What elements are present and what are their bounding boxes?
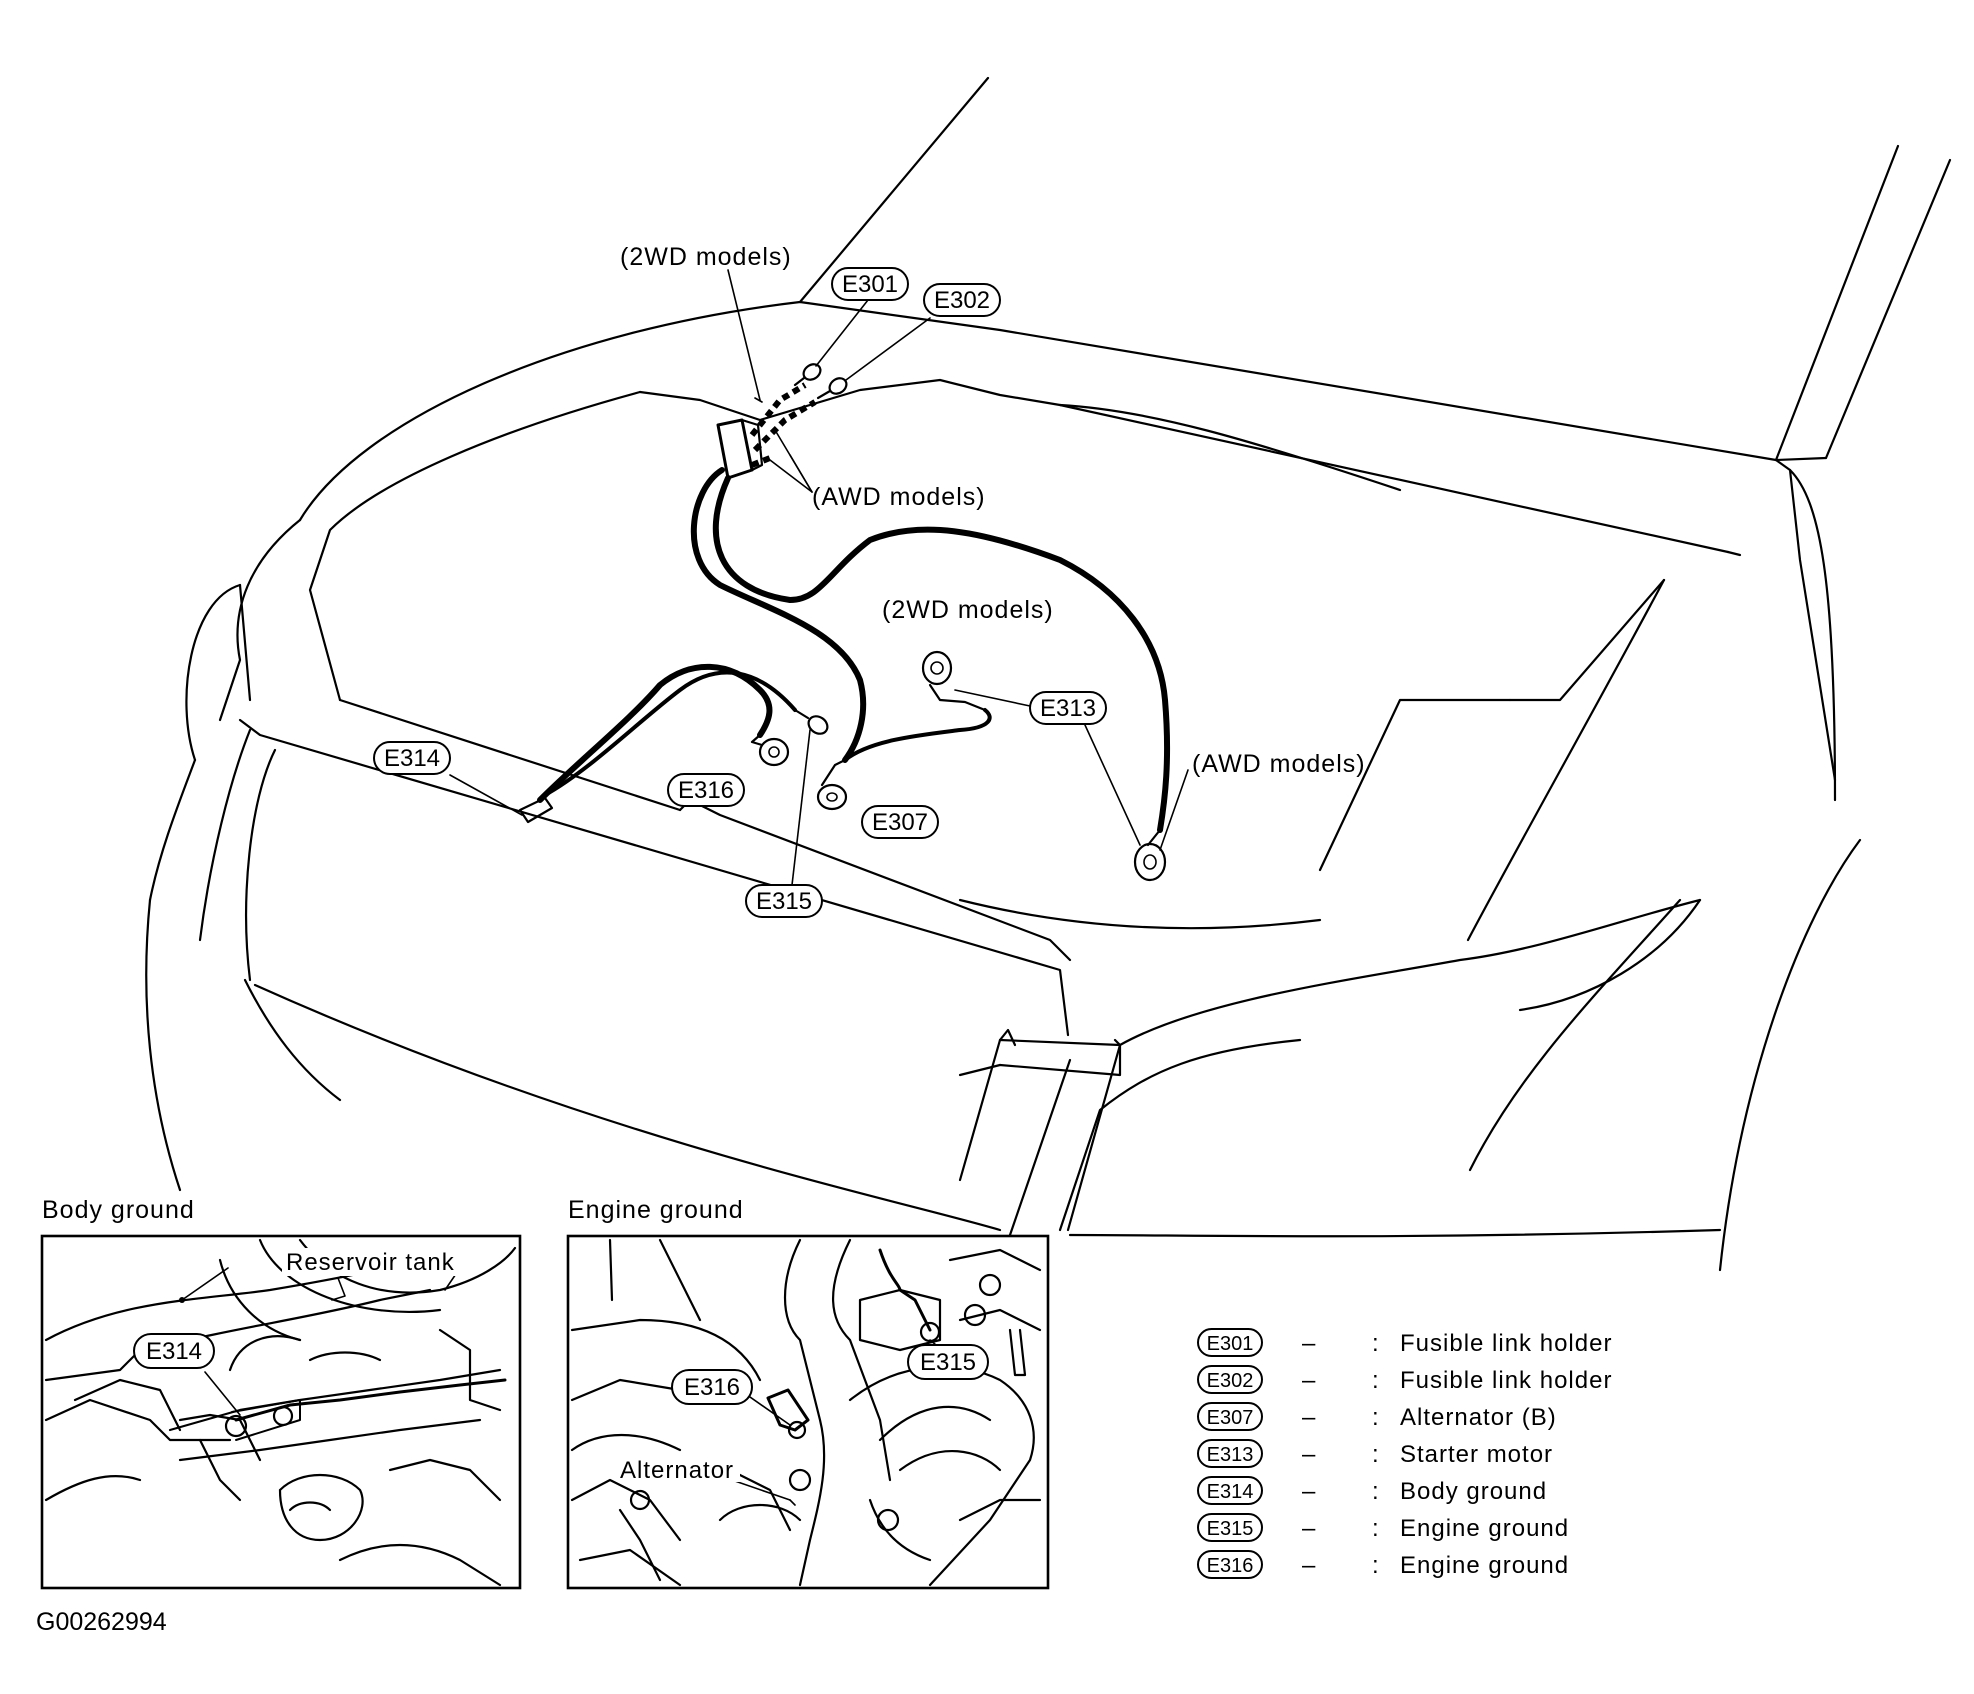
legend-desc: Starter motor [1400,1441,1553,1468]
connector-e315-label: E315 [756,888,812,915]
label-awd-models-right: (AWD models) [1192,750,1366,778]
connector-e313: E313 [1029,691,1107,725]
connector-e315: E315 [745,884,823,918]
legend-row: E314 – : Body ground [1197,1476,1547,1505]
legend-code: E313 [1207,1444,1254,1466]
label-2wd-models-top: (2WD models) [620,243,792,271]
legend-code: E316 [1207,1555,1254,1577]
legend-row: E313 – : Starter motor [1197,1439,1553,1468]
connector-e316: E316 [667,773,745,807]
legend-dash: – [1302,1441,1316,1468]
connector-legend: E301 – : Fusible link holder E302 – : Fu… [1197,1328,1612,1579]
body-ground-illustration [44,1238,517,1587]
legend-colon: : [1372,1330,1380,1357]
label-awd-models-top: (AWD models) [812,483,986,511]
connector-e301-label: E301 [842,271,898,298]
legend-colon: : [1372,1367,1380,1394]
label-2wd-models-mid: (2WD models) [882,596,1054,624]
e315-terminal [807,715,829,735]
legend-code: E301 [1207,1333,1254,1355]
legend-code: E315 [1207,1518,1254,1540]
legend-row: E316 – : Engine ground [1197,1550,1569,1579]
figure-id: G00262994 [36,1608,167,1636]
connector-e302-label: E302 [934,287,990,314]
e307-terminal [816,783,848,811]
legend-desc: Engine ground [1400,1552,1569,1579]
legend-row: E301 – : Fusible link holder [1197,1328,1612,1357]
inset-connector-e316: E316 [671,1369,753,1405]
legend-code: E314 [1207,1481,1254,1503]
inset-connector-e316-label: E316 [684,1374,740,1401]
legend-code: E302 [1207,1370,1254,1392]
connector-e314: E314 [373,741,451,775]
legend-row: E307 – : Alternator (B) [1197,1402,1557,1431]
legend-dash: – [1302,1552,1316,1579]
legend-colon: : [1372,1515,1380,1542]
legend-desc: Engine ground [1400,1515,1569,1542]
inset-connector-e315-label: E315 [920,1349,976,1376]
e316-terminal [758,737,790,767]
legend-colon: : [1372,1404,1380,1431]
inset-body-ground-title: Body ground [42,1196,195,1224]
legend-desc: Fusible link holder [1400,1330,1612,1357]
inset-engine-ground-title: Engine ground [568,1196,744,1224]
connector-e307: E307 [861,805,939,839]
legend-code: E307 [1207,1407,1254,1429]
e313-2wd-terminal [921,650,953,686]
alternator-label: Alternator [620,1457,734,1484]
connector-e301: E301 [831,267,909,301]
inset-connector-e314-label: E314 [146,1338,202,1365]
connector-e302: E302 [923,283,1001,317]
inset-body-ground: Body ground [40,1196,522,1590]
legend-row: E302 – : Fusible link holder [1197,1365,1612,1394]
legend-dash: – [1302,1330,1316,1357]
connector-e316-label: E316 [678,777,734,804]
reservoir-tank-label: Reservoir tank [286,1249,455,1276]
connector-e307-label: E307 [872,809,928,836]
leader-lines [449,269,1189,886]
legend-colon: : [1372,1478,1380,1505]
connector-e314-label: E314 [384,745,440,772]
legend-dash: – [1302,1478,1316,1505]
legend-desc: Body ground [1400,1478,1547,1505]
legend-dash: – [1302,1404,1316,1431]
legend-desc: Alternator (B) [1400,1404,1557,1431]
vehicle-body-outline [145,76,1952,1272]
legend-desc: Fusible link holder [1400,1367,1612,1394]
legend-colon: : [1372,1441,1380,1468]
e301-terminal [802,363,822,381]
connector-e313-label: E313 [1040,695,1096,722]
inset-connector-e314: E314 [133,1333,215,1369]
battery-harness [518,363,1171,882]
inset-connector-e315: E315 [907,1344,989,1380]
legend-dash: – [1302,1367,1316,1394]
legend-dash: – [1302,1515,1316,1542]
legend-colon: : [1372,1552,1380,1579]
legend-row: E315 – : Engine ground [1197,1513,1569,1542]
inset-engine-ground: Engine ground [566,1196,1050,1590]
